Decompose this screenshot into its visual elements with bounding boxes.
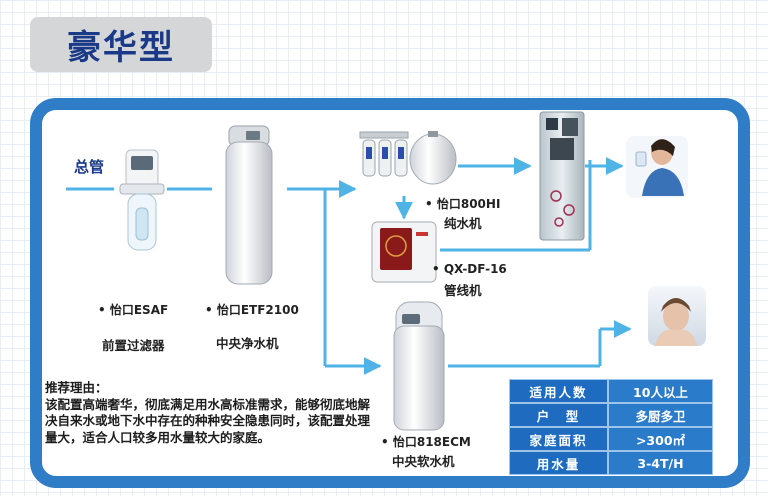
spec-key: 家庭面积 [509, 427, 608, 451]
spec-key: 户 型 [509, 403, 608, 427]
central-model-label: • 怡口ETF2100 [205, 303, 299, 317]
spec-key: 用水量 [509, 451, 608, 475]
table-row: 适用人数 10人以上 [509, 379, 713, 403]
recommendation-text: 该配置高端奢华，彻底满足用水高标准需求，能够彻底地解决自来水或地下水中存在的种种… [45, 396, 371, 445]
table-row: 家庭面积 >300㎡ [509, 427, 713, 451]
spec-value: 10人以上 [608, 379, 713, 403]
page-title: 豪华型 [67, 28, 175, 68]
central-name-label: 中央净水机 [216, 336, 279, 351]
main-pipe-label: 总管 [74, 158, 105, 176]
pipeline-model-label: • QX-DF-16 [432, 262, 507, 276]
softener-model-label: • 怡口818ECM [381, 435, 471, 449]
spec-value: >300㎡ [608, 427, 713, 451]
pipeline-unit-device [371, 221, 437, 283]
person-drinking-illustration [626, 136, 688, 198]
ro-name-label: 纯水机 [444, 216, 482, 231]
prefilter-model-label: • 怡口ESAF [98, 303, 169, 317]
table-row: 用水量 3-4T/H [509, 451, 713, 475]
spec-key: 适用人数 [509, 379, 608, 403]
ro-filter-device [359, 131, 457, 185]
spec-table: 适用人数 10人以上 户 型 多厨多卫 家庭面积 >300㎡ 用水量 3-4T/… [509, 379, 713, 475]
water-dispenser-device [539, 111, 585, 241]
softener-device [393, 301, 445, 431]
pipeline-name-label: 管线机 [444, 283, 482, 298]
spec-value: 3-4T/H [608, 451, 713, 475]
ro-model-label: • 怡口800HI [425, 197, 501, 211]
person-shower-illustration [648, 286, 706, 346]
table-row: 户 型 多厨多卫 [509, 403, 713, 427]
recommendation-heading: 推荐理由： [45, 380, 108, 395]
title-banner: 豪华型 [30, 17, 212, 72]
spec-value: 多厨多卫 [608, 403, 713, 427]
softener-name-label: 中央软水机 [392, 454, 455, 469]
central-purifier-device [225, 125, 273, 285]
prefilter-device [119, 149, 165, 251]
recommendation-block: 推荐理由： 该配置高端奢华，彻底满足用水高标准需求，能够彻底地解决自来水或地下水… [45, 380, 380, 446]
flow-lines [66, 157, 632, 375]
prefilter-name-label: 前置过滤器 [102, 338, 165, 353]
